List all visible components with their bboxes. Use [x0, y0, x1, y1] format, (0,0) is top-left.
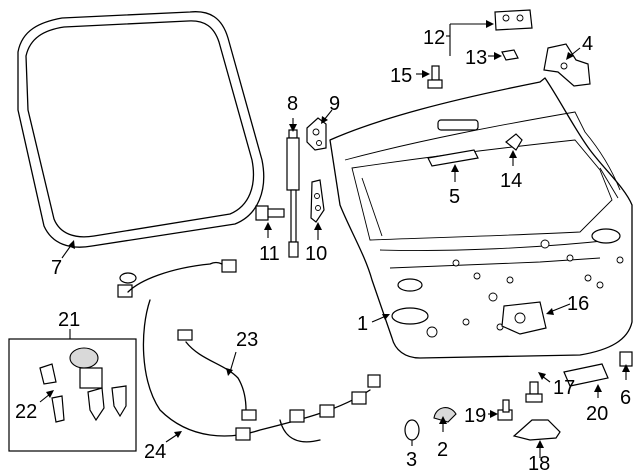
callout-17: 17: [553, 377, 575, 399]
striker-18: [512, 419, 561, 441]
callout-23: 23: [236, 329, 258, 351]
callout-16: 16: [567, 293, 589, 315]
lift-support-strut: [286, 129, 300, 258]
lift-gate: [329, 77, 633, 359]
clip-14: [505, 133, 523, 151]
strut-bracket-upper: [306, 117, 327, 151]
callout-18: 18: [528, 453, 550, 471]
bolt-11: [255, 205, 285, 221]
callout-9: 9: [329, 93, 340, 115]
callout-12: 12: [423, 27, 445, 49]
bolt-15: [427, 65, 443, 89]
callout-15: 15: [390, 65, 412, 87]
plug-3: [404, 419, 420, 441]
garnish-5: [427, 149, 479, 167]
latch-16: [501, 301, 547, 335]
callout-21: 21: [58, 309, 80, 331]
callout-7: 7: [51, 257, 62, 279]
callout-2: 2: [437, 439, 448, 461]
callout-14: 14: [500, 170, 522, 192]
callout-1: 1: [357, 313, 368, 335]
strut-bracket-lower: [310, 179, 325, 223]
leader-lines: [39, 20, 630, 458]
callout-19: 19: [464, 405, 486, 427]
bolt-17: [525, 381, 543, 403]
part-6: [619, 351, 633, 367]
callout-6: 6: [620, 387, 631, 409]
wire-harness-24: [117, 259, 381, 443]
callout-20: 20: [586, 403, 608, 425]
switch-20: [563, 363, 609, 387]
weatherstrip-seal: [17, 11, 265, 248]
bracket-4: [543, 43, 591, 87]
callout-8: 8: [287, 93, 298, 115]
callout-22: 22: [15, 401, 37, 423]
wire-harness-23: [177, 329, 257, 421]
callout-11: 11: [259, 243, 280, 265]
hinge-12: [494, 9, 533, 31]
bumper-2: [433, 407, 457, 423]
callout-labels: 1 2 3 4 5 6 7 8 9 10 11 12 13 14 15 16 1…: [15, 27, 631, 471]
callout-10: 10: [305, 243, 327, 265]
callout-5: 5: [449, 186, 460, 208]
lock-kit-box: [8, 338, 137, 452]
callout-13: 13: [465, 47, 487, 69]
nut-13: [501, 49, 519, 61]
callout-3: 3: [406, 449, 417, 471]
bolt-19: [497, 399, 513, 421]
callout-24: 24: [144, 441, 166, 463]
callout-4: 4: [582, 33, 593, 55]
